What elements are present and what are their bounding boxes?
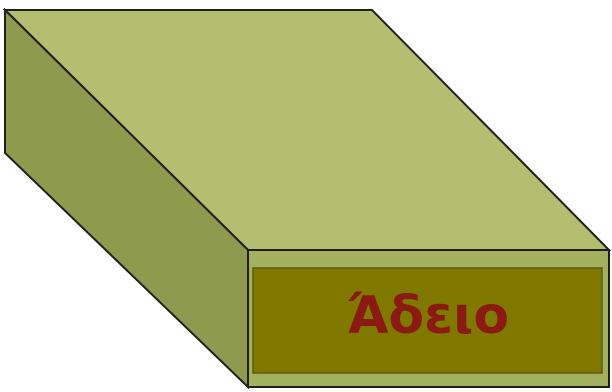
box-label: Άδειο [347,286,509,346]
